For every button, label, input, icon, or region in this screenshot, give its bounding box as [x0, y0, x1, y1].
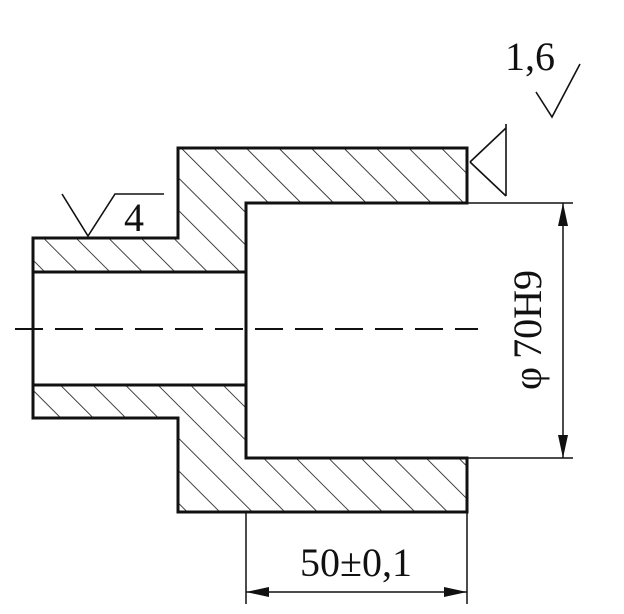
arrowhead-up — [558, 203, 568, 226]
diameter-value: 70H9 — [505, 270, 550, 359]
arrowhead-down — [558, 435, 568, 458]
length-dimension — [245, 512, 468, 604]
roughness-value-left: 4 — [124, 195, 144, 240]
length-label: 50±0,1 — [300, 540, 412, 585]
diameter-symbol: φ — [505, 367, 550, 390]
arrowhead-left — [246, 587, 269, 597]
roughness-value-right: 1,6 — [505, 34, 555, 79]
arrowhead-right — [444, 587, 467, 597]
diameter-label: φ 70H9 — [505, 270, 550, 390]
diameter-dimension — [467, 202, 573, 459]
roughness-symbol-right — [469, 63, 581, 197]
roughness-symbol-left — [61, 193, 164, 238]
